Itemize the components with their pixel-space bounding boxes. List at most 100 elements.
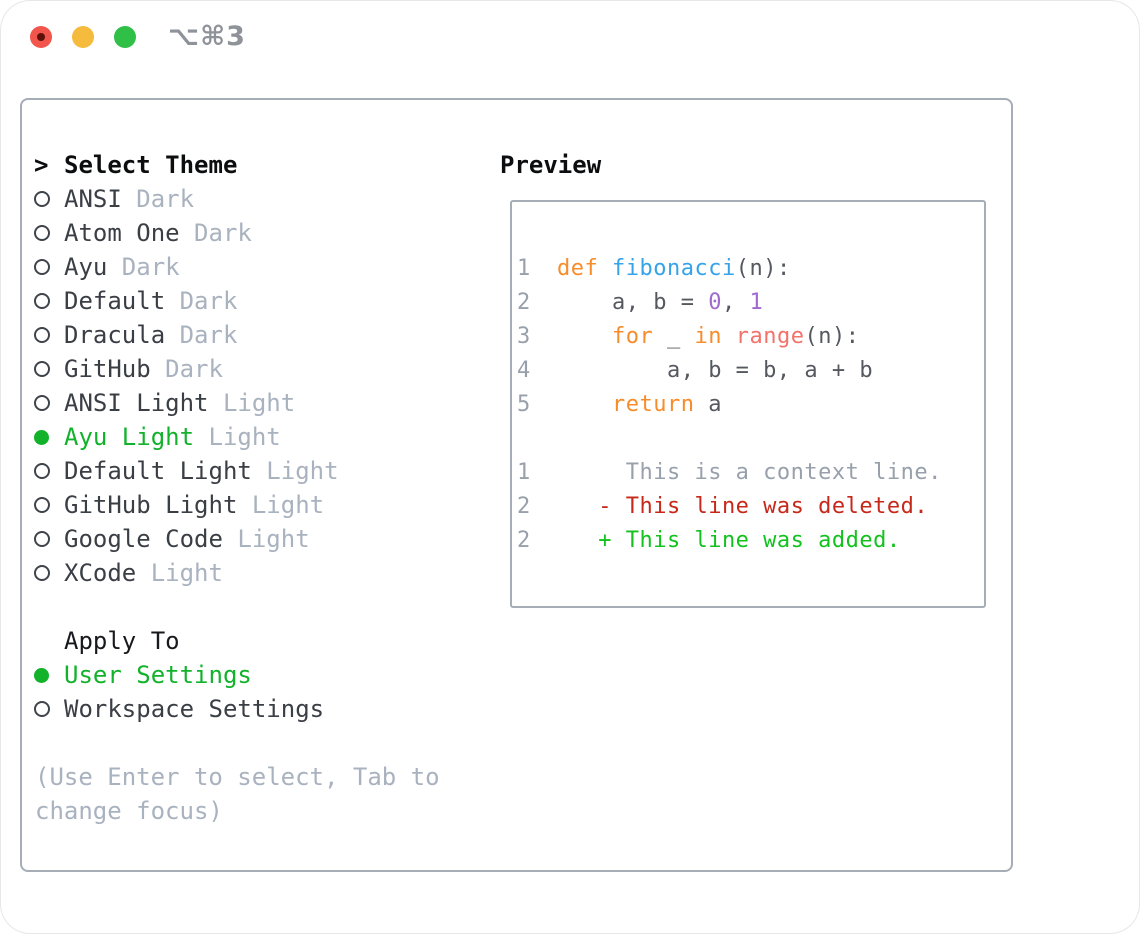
code-segment-del: - This line was deleted. (557, 493, 929, 519)
radio-icon (34, 361, 50, 377)
code-segment-kw: in (694, 323, 722, 349)
radio-icon (34, 293, 50, 309)
option-label: GitHub Dark (64, 355, 223, 383)
radio-icon (34, 531, 50, 547)
preview-line: 1 This is a context line. (517, 455, 984, 489)
radio-icon (34, 565, 50, 581)
option-name: Google Code (64, 525, 223, 553)
option-name: GitHub (64, 355, 151, 383)
option-name: Default Light (64, 457, 252, 485)
code-segment-fg (557, 324, 612, 349)
option-label: Workspace Settings (64, 695, 324, 723)
apply-option-user-settings[interactable]: User Settings (34, 658, 324, 692)
theme-option-default[interactable]: Default Dark (34, 284, 339, 318)
option-variant: Dark (165, 321, 238, 349)
zoom-button[interactable] (114, 26, 136, 48)
code-segment-fg: , (721, 289, 750, 315)
option-name: Atom One (64, 219, 180, 247)
preview-line: 4 a, b = b, a + b (517, 353, 984, 387)
code-segment-kw: for (611, 323, 654, 349)
code-segment-fg (722, 324, 736, 349)
option-label: Default Dark (64, 287, 237, 315)
code-segment-fn: fibonacci (612, 255, 736, 281)
theme-option-google-code[interactable]: Google Code Light (34, 522, 339, 556)
code-segment-fg: _ (653, 323, 695, 349)
theme-option-atom-one[interactable]: Atom One Dark (34, 216, 339, 250)
preview-line: 3 for _ in range(n): (517, 319, 984, 353)
option-name: ANSI (64, 185, 122, 213)
option-variant: Light (237, 491, 325, 519)
option-name: Ayu Light (64, 423, 195, 451)
option-label: ANSI Dark (64, 185, 194, 213)
hint-line-2: change focus) (35, 797, 223, 825)
option-label: ANSI Light Light (64, 389, 295, 417)
option-label: Default Light Light (64, 457, 339, 485)
radio-marker (34, 259, 64, 275)
radio-marker (34, 225, 64, 241)
radio-icon (34, 463, 50, 479)
apply-option-workspace-settings[interactable]: Workspace Settings (34, 692, 324, 726)
option-variant: Light (194, 423, 281, 451)
radio-selected-icon (34, 429, 49, 445)
code-segment-add: + This line was added. (557, 527, 901, 553)
theme-option-default-light[interactable]: Default Light Light (34, 454, 339, 488)
theme-option-github[interactable]: GitHub Dark (34, 352, 339, 386)
preview-line: 2 - This line was deleted. (517, 489, 984, 523)
option-label: Ayu Light Light (64, 423, 281, 451)
radio-marker (34, 293, 64, 309)
preview-line: 5 return a (517, 387, 984, 421)
line-number: 5 (517, 391, 531, 417)
apply-to-header: Apply To (34, 624, 324, 658)
line-number: 2 (517, 527, 531, 553)
option-variant: Light (208, 389, 296, 417)
radio-icon (34, 225, 50, 241)
radio-icon (34, 395, 50, 411)
preview-title: Preview (500, 151, 602, 179)
preview-line (517, 421, 984, 455)
minimize-button[interactable] (72, 26, 94, 48)
line-number: 4 (517, 357, 531, 383)
radio-icon (34, 191, 50, 207)
code-segment-fg (557, 392, 612, 417)
preview-line: 2 + This line was added. (517, 523, 984, 557)
preview-line: 2 a, b = 0, 1 (517, 285, 984, 319)
theme-option-ansi-light[interactable]: ANSI Light Light (34, 386, 339, 420)
code-segment-fg: a, b = b, a + b (557, 357, 874, 383)
theme-option-ayu[interactable]: Ayu Dark (34, 250, 339, 284)
radio-marker (34, 191, 64, 207)
radio-marker (34, 565, 64, 581)
theme-option-github-light[interactable]: GitHub Light Light (34, 488, 339, 522)
option-label: Dracula Dark (64, 321, 237, 349)
theme-option-ayu-light[interactable]: Ayu Light Light (34, 420, 339, 454)
option-label: User Settings (64, 661, 252, 689)
option-variant: Dark (179, 219, 252, 247)
radio-icon (34, 327, 50, 343)
option-name: Workspace Settings (64, 695, 325, 723)
option-name: GitHub Light (64, 491, 238, 519)
option-name: Default (64, 287, 166, 315)
radio-marker (34, 327, 64, 343)
apply-to-title: Apply To (64, 627, 180, 655)
radio-marker (34, 463, 64, 479)
theme-option-ansi[interactable]: ANSI Dark (34, 182, 339, 216)
code-segment-fg: a, b = (557, 289, 709, 315)
option-variant: Light (222, 525, 310, 553)
option-label: GitHub Light Light (64, 491, 324, 519)
line-number: 2 (517, 493, 531, 519)
line-number: 2 (517, 289, 531, 315)
close-button[interactable] (30, 26, 52, 48)
radio-marker (34, 531, 64, 547)
radio-marker (34, 429, 64, 445)
theme-option-xcode[interactable]: XCode Light (34, 556, 339, 590)
close-button-dot-icon (37, 33, 45, 41)
code-segment-kw: return (611, 391, 695, 417)
theme-option-dracula[interactable]: Dracula Dark (34, 318, 339, 352)
option-name: User Settings (64, 661, 252, 689)
radio-selected-icon (34, 667, 49, 683)
